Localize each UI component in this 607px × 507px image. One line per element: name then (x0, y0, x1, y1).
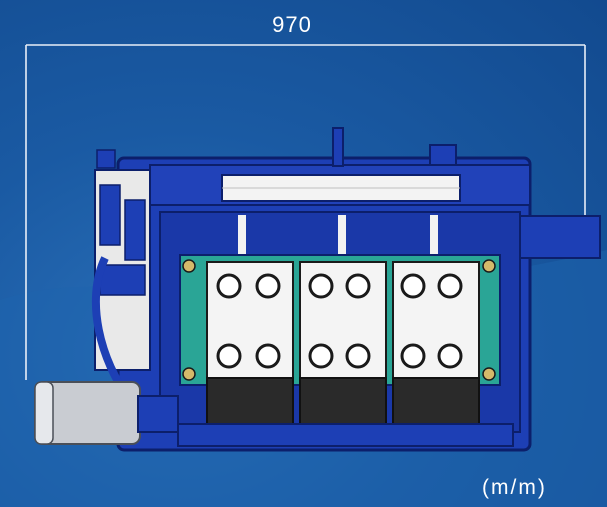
nozzle-fitting (255, 343, 281, 369)
bolt (182, 259, 196, 273)
drive-motor (34, 381, 179, 445)
nozzle-fitting (308, 343, 334, 369)
head-base-2 (299, 377, 387, 427)
bolt (482, 367, 496, 381)
nozzle-fitting (216, 343, 242, 369)
units-label: (m/m) (482, 476, 547, 499)
bottom-frame-bar (177, 423, 514, 447)
width-dimension-line (25, 44, 586, 380)
nozzle-fitting (437, 343, 463, 369)
width-dimension-label: 970 (272, 12, 312, 37)
left-valve-assembly (91, 149, 151, 403)
nozzle-fitting (400, 343, 426, 369)
nozzle-fitting (345, 343, 371, 369)
head-base-3 (392, 377, 480, 427)
nozzle-fitting (400, 273, 426, 299)
nozzle-fitting (255, 273, 281, 299)
bolt (482, 259, 496, 273)
bolt (182, 367, 196, 381)
head-base-1 (206, 377, 294, 427)
nozzle-fitting (216, 273, 242, 299)
nozzle-fitting (345, 273, 371, 299)
nozzle-fitting (437, 273, 463, 299)
nozzle-fitting (308, 273, 334, 299)
